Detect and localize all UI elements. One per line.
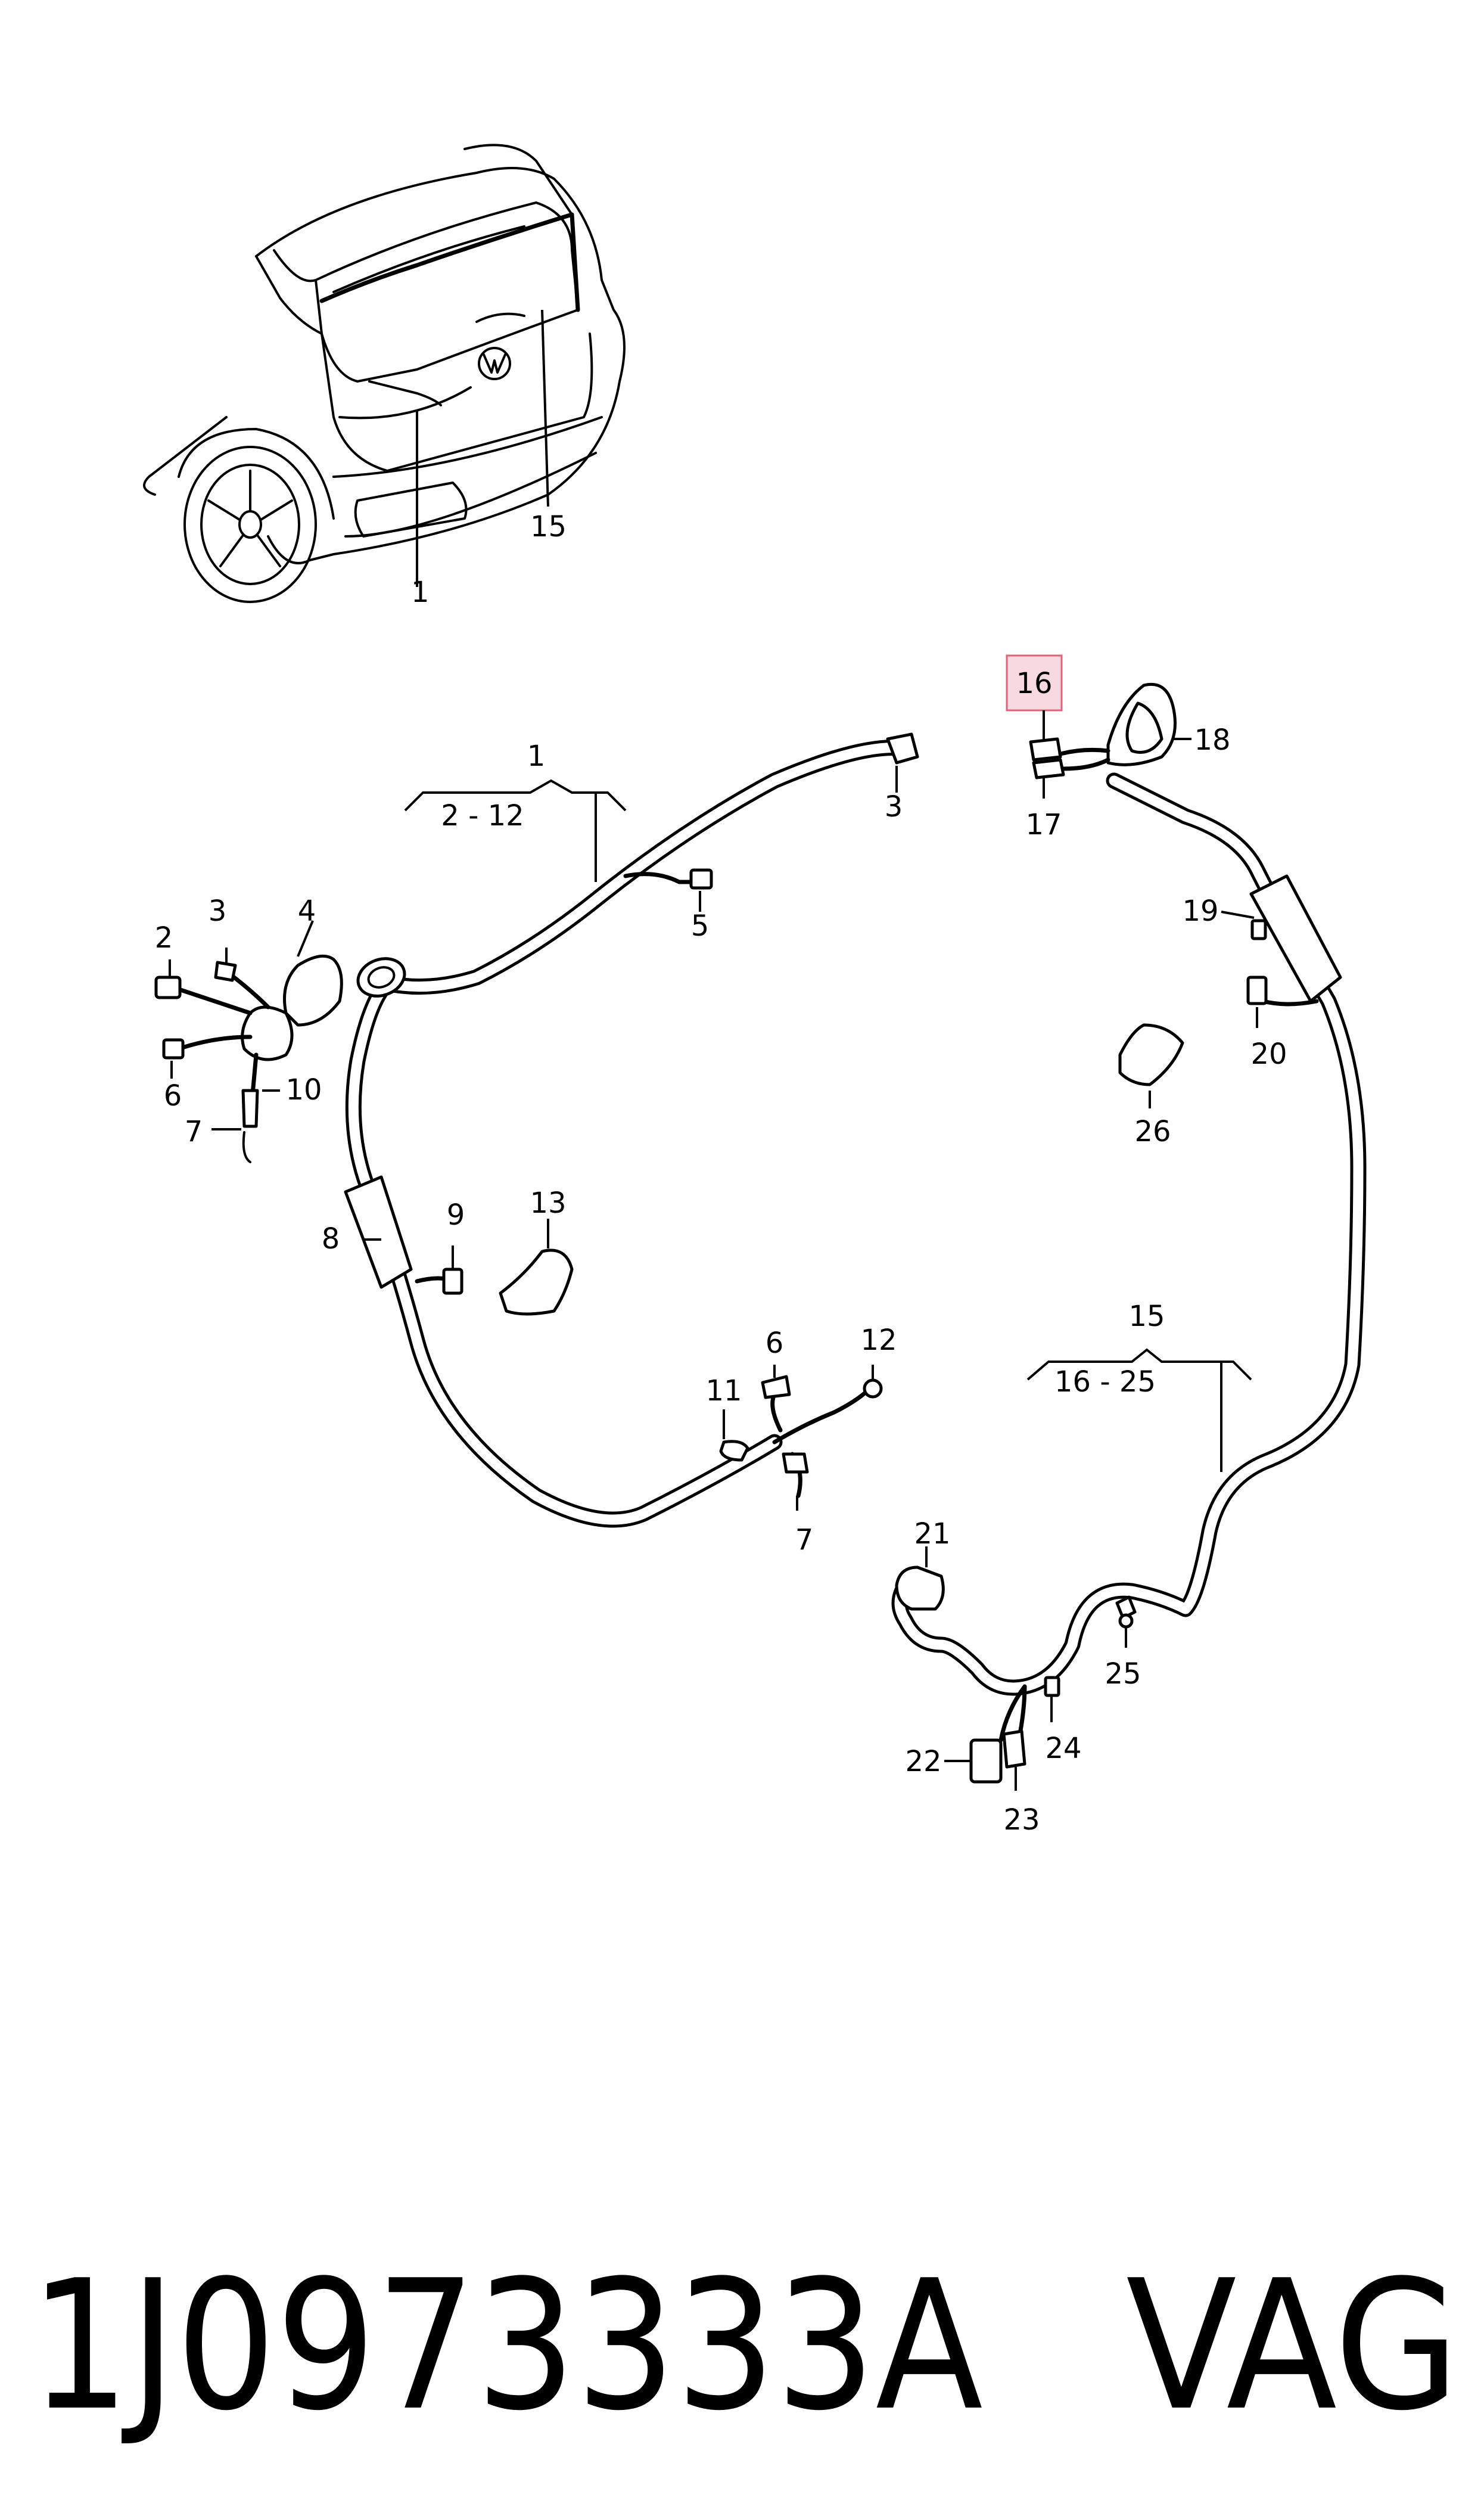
callout-15-car: 15 (530, 510, 567, 543)
harness-15 (891, 682, 1367, 1784)
callout-18: 18 (1194, 723, 1230, 757)
callout-8: 8 (322, 1222, 340, 1256)
callout-20: 20 (1250, 1038, 1287, 1071)
part-number: 1J0973333A (30, 2242, 984, 2450)
callout-15-group: 15 (1128, 1300, 1165, 1333)
callout-4: 4 (298, 894, 316, 928)
callout-5: 5 (691, 909, 710, 943)
callout-6-left: 6 (164, 1079, 182, 1113)
callout-23: 23 (1003, 1803, 1040, 1837)
callout-3-top: 3 (885, 790, 903, 824)
callout-25: 25 (1105, 1657, 1141, 1691)
callout-1-group: 1 (527, 740, 546, 773)
callout-9: 9 (447, 1198, 465, 1232)
callout-6-mid: 6 (766, 1327, 784, 1360)
callout-16-25-range: 16 - 25 (1054, 1365, 1156, 1399)
callout-16-highlight (1006, 654, 1063, 712)
callout-21: 21 (914, 1517, 950, 1551)
callout-1-car: 1 (411, 576, 430, 609)
callout-12: 12 (860, 1324, 897, 1357)
harness-1 (154, 732, 919, 1528)
grommet-13 (499, 1248, 574, 1316)
callout-2-12-range: 2 - 12 (441, 799, 524, 833)
callout-2: 2 (155, 921, 173, 955)
callout-11: 11 (705, 1374, 742, 1408)
callout-16: 16 (1016, 667, 1052, 700)
grommet-26 (1118, 1023, 1184, 1086)
callout-22: 22 (905, 1745, 941, 1778)
callout-13: 13 (530, 1186, 566, 1220)
callout-17: 17 (1025, 808, 1062, 841)
callout-10: 10 (285, 1073, 322, 1107)
callout-7-left: 7 (185, 1115, 203, 1148)
harness-15-group-bracket (1026, 1348, 1252, 1472)
brand-label: VAG (1126, 2242, 1460, 2450)
harness-1-group-bracket (404, 779, 627, 882)
callout-26: 26 (1134, 1115, 1171, 1148)
callout-24: 24 (1045, 1732, 1081, 1765)
car-rear-illustration (143, 144, 626, 603)
callout-3-left: 3 (209, 894, 227, 928)
callout-7-mid: 7 (795, 1523, 814, 1557)
callout-19: 19 (1182, 894, 1218, 928)
